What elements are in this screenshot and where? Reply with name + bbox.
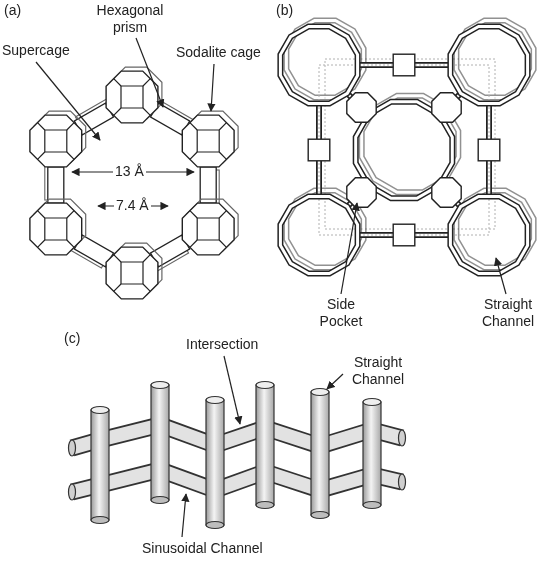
faujasite-framework xyxy=(30,67,238,299)
straight-channel-cylinder xyxy=(363,399,381,509)
eight-ring xyxy=(349,95,375,121)
framework-bars xyxy=(319,65,489,235)
panel-letter: (b) xyxy=(276,2,293,19)
twelve-ring xyxy=(450,26,527,103)
straight-channel-cylinder xyxy=(151,382,169,504)
part-label: Straight Channel xyxy=(476,296,540,330)
straight-channel-cylinder xyxy=(91,407,109,524)
eight-ring xyxy=(434,180,460,206)
sinusoidal-channels xyxy=(69,425,406,500)
hexagonal-prism xyxy=(45,164,64,203)
framework-bars-inner xyxy=(319,65,489,235)
dimension-label: 13 Å xyxy=(113,163,146,180)
sodalite-cage xyxy=(30,111,86,167)
twelve-ring xyxy=(450,196,527,273)
leader-line xyxy=(182,494,186,537)
sodalite-cage xyxy=(106,243,162,299)
sodalite-cage xyxy=(30,199,86,255)
leader-line xyxy=(224,356,240,424)
straight-channels xyxy=(91,382,381,529)
mordenite-framework xyxy=(280,20,533,273)
leader-line xyxy=(496,258,506,294)
eight-ring xyxy=(434,95,460,121)
part-label: Intersection xyxy=(186,336,258,353)
part-label: Sodalite cage xyxy=(176,44,261,61)
straight-channel-cylinder xyxy=(206,397,224,529)
leader-line xyxy=(136,38,163,107)
back-rings xyxy=(286,20,533,267)
eight-ring xyxy=(349,180,375,206)
part-label: Sinusoidal Channel xyxy=(142,540,263,557)
sodalite-cage xyxy=(106,67,162,123)
panel-letter: (a) xyxy=(4,2,21,19)
hexagonal-prism xyxy=(200,167,219,206)
four-ring xyxy=(310,141,328,159)
sodalite-cage xyxy=(182,199,238,255)
unit-cell xyxy=(319,65,489,235)
straight-channel-cylinder xyxy=(311,389,329,519)
part-label: Hexagonal prism xyxy=(92,2,168,36)
straight-channel-cylinder xyxy=(256,382,274,509)
twelve-ring xyxy=(280,26,357,103)
part-label: Supercage xyxy=(2,42,70,59)
leader-lines-b xyxy=(341,203,506,294)
four-ring xyxy=(395,226,413,244)
dimension-label: 7.4 Å xyxy=(114,197,151,214)
part-label: Side Pocket xyxy=(316,296,366,330)
leader-lines-c xyxy=(182,356,343,537)
leader-line xyxy=(327,374,343,389)
leader-line xyxy=(341,203,357,294)
leader-line xyxy=(211,64,214,111)
sodalite-cage xyxy=(182,111,238,167)
four-ring xyxy=(480,141,498,159)
leader-lines-a xyxy=(36,38,214,206)
panel-letter: (c) xyxy=(64,330,80,347)
four-ring xyxy=(395,56,413,74)
leader-line xyxy=(36,62,100,140)
part-label: Straight Channel xyxy=(346,354,410,388)
